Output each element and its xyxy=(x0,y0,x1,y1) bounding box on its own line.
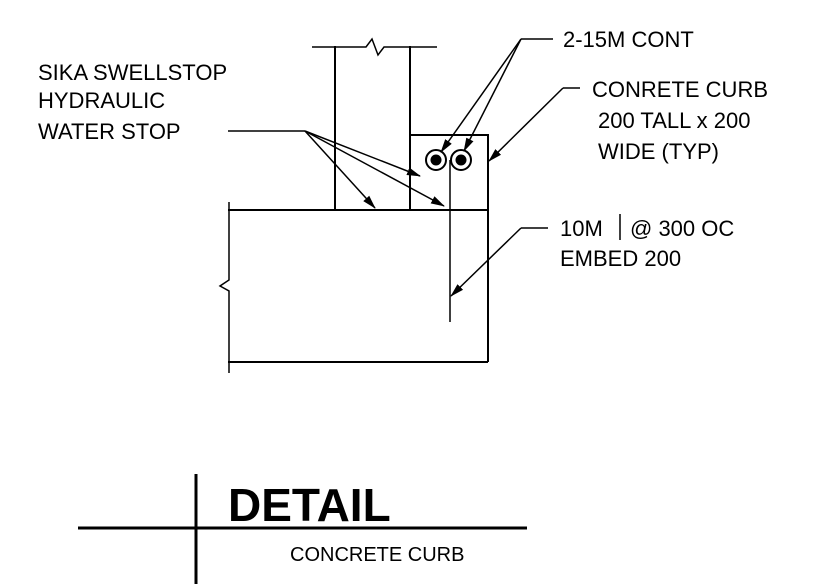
slab xyxy=(228,209,489,363)
waterstop-label-line3: WATER STOP xyxy=(38,119,181,144)
slab-break-line xyxy=(218,202,230,373)
curb-leader xyxy=(488,87,580,162)
waterstop-label-line1: SIKA SWELLSTOP xyxy=(38,60,227,85)
title-block xyxy=(78,474,527,584)
concrete-curb xyxy=(409,134,489,211)
curb-label-line2: 200 TALL x 200 xyxy=(598,108,751,133)
rebar-bar xyxy=(425,149,447,171)
rebar-bar xyxy=(450,149,472,171)
wall-break-line xyxy=(312,37,437,57)
detail-title: DETAIL xyxy=(228,479,391,531)
waterstop-label-line2: HYDRAULIC xyxy=(38,88,165,113)
detail-subtitle: CONCRETE CURB xyxy=(290,544,464,566)
rebar-cont-label: 2-15M CONT xyxy=(563,27,694,52)
curb-label-line3: WIDE (TYP) xyxy=(598,139,719,164)
wall xyxy=(334,46,411,210)
curb-label-line1: CONRETE CURB xyxy=(592,77,768,102)
dowel-label-size: 10M xyxy=(560,216,603,241)
dowel-label-line2: EMBED 200 xyxy=(560,246,681,271)
waterstop-leaders xyxy=(228,130,445,209)
rebar-leaders xyxy=(440,38,553,153)
dowel-leader xyxy=(450,227,548,297)
dowel-label-spacing: @ 300 OC xyxy=(630,216,734,241)
